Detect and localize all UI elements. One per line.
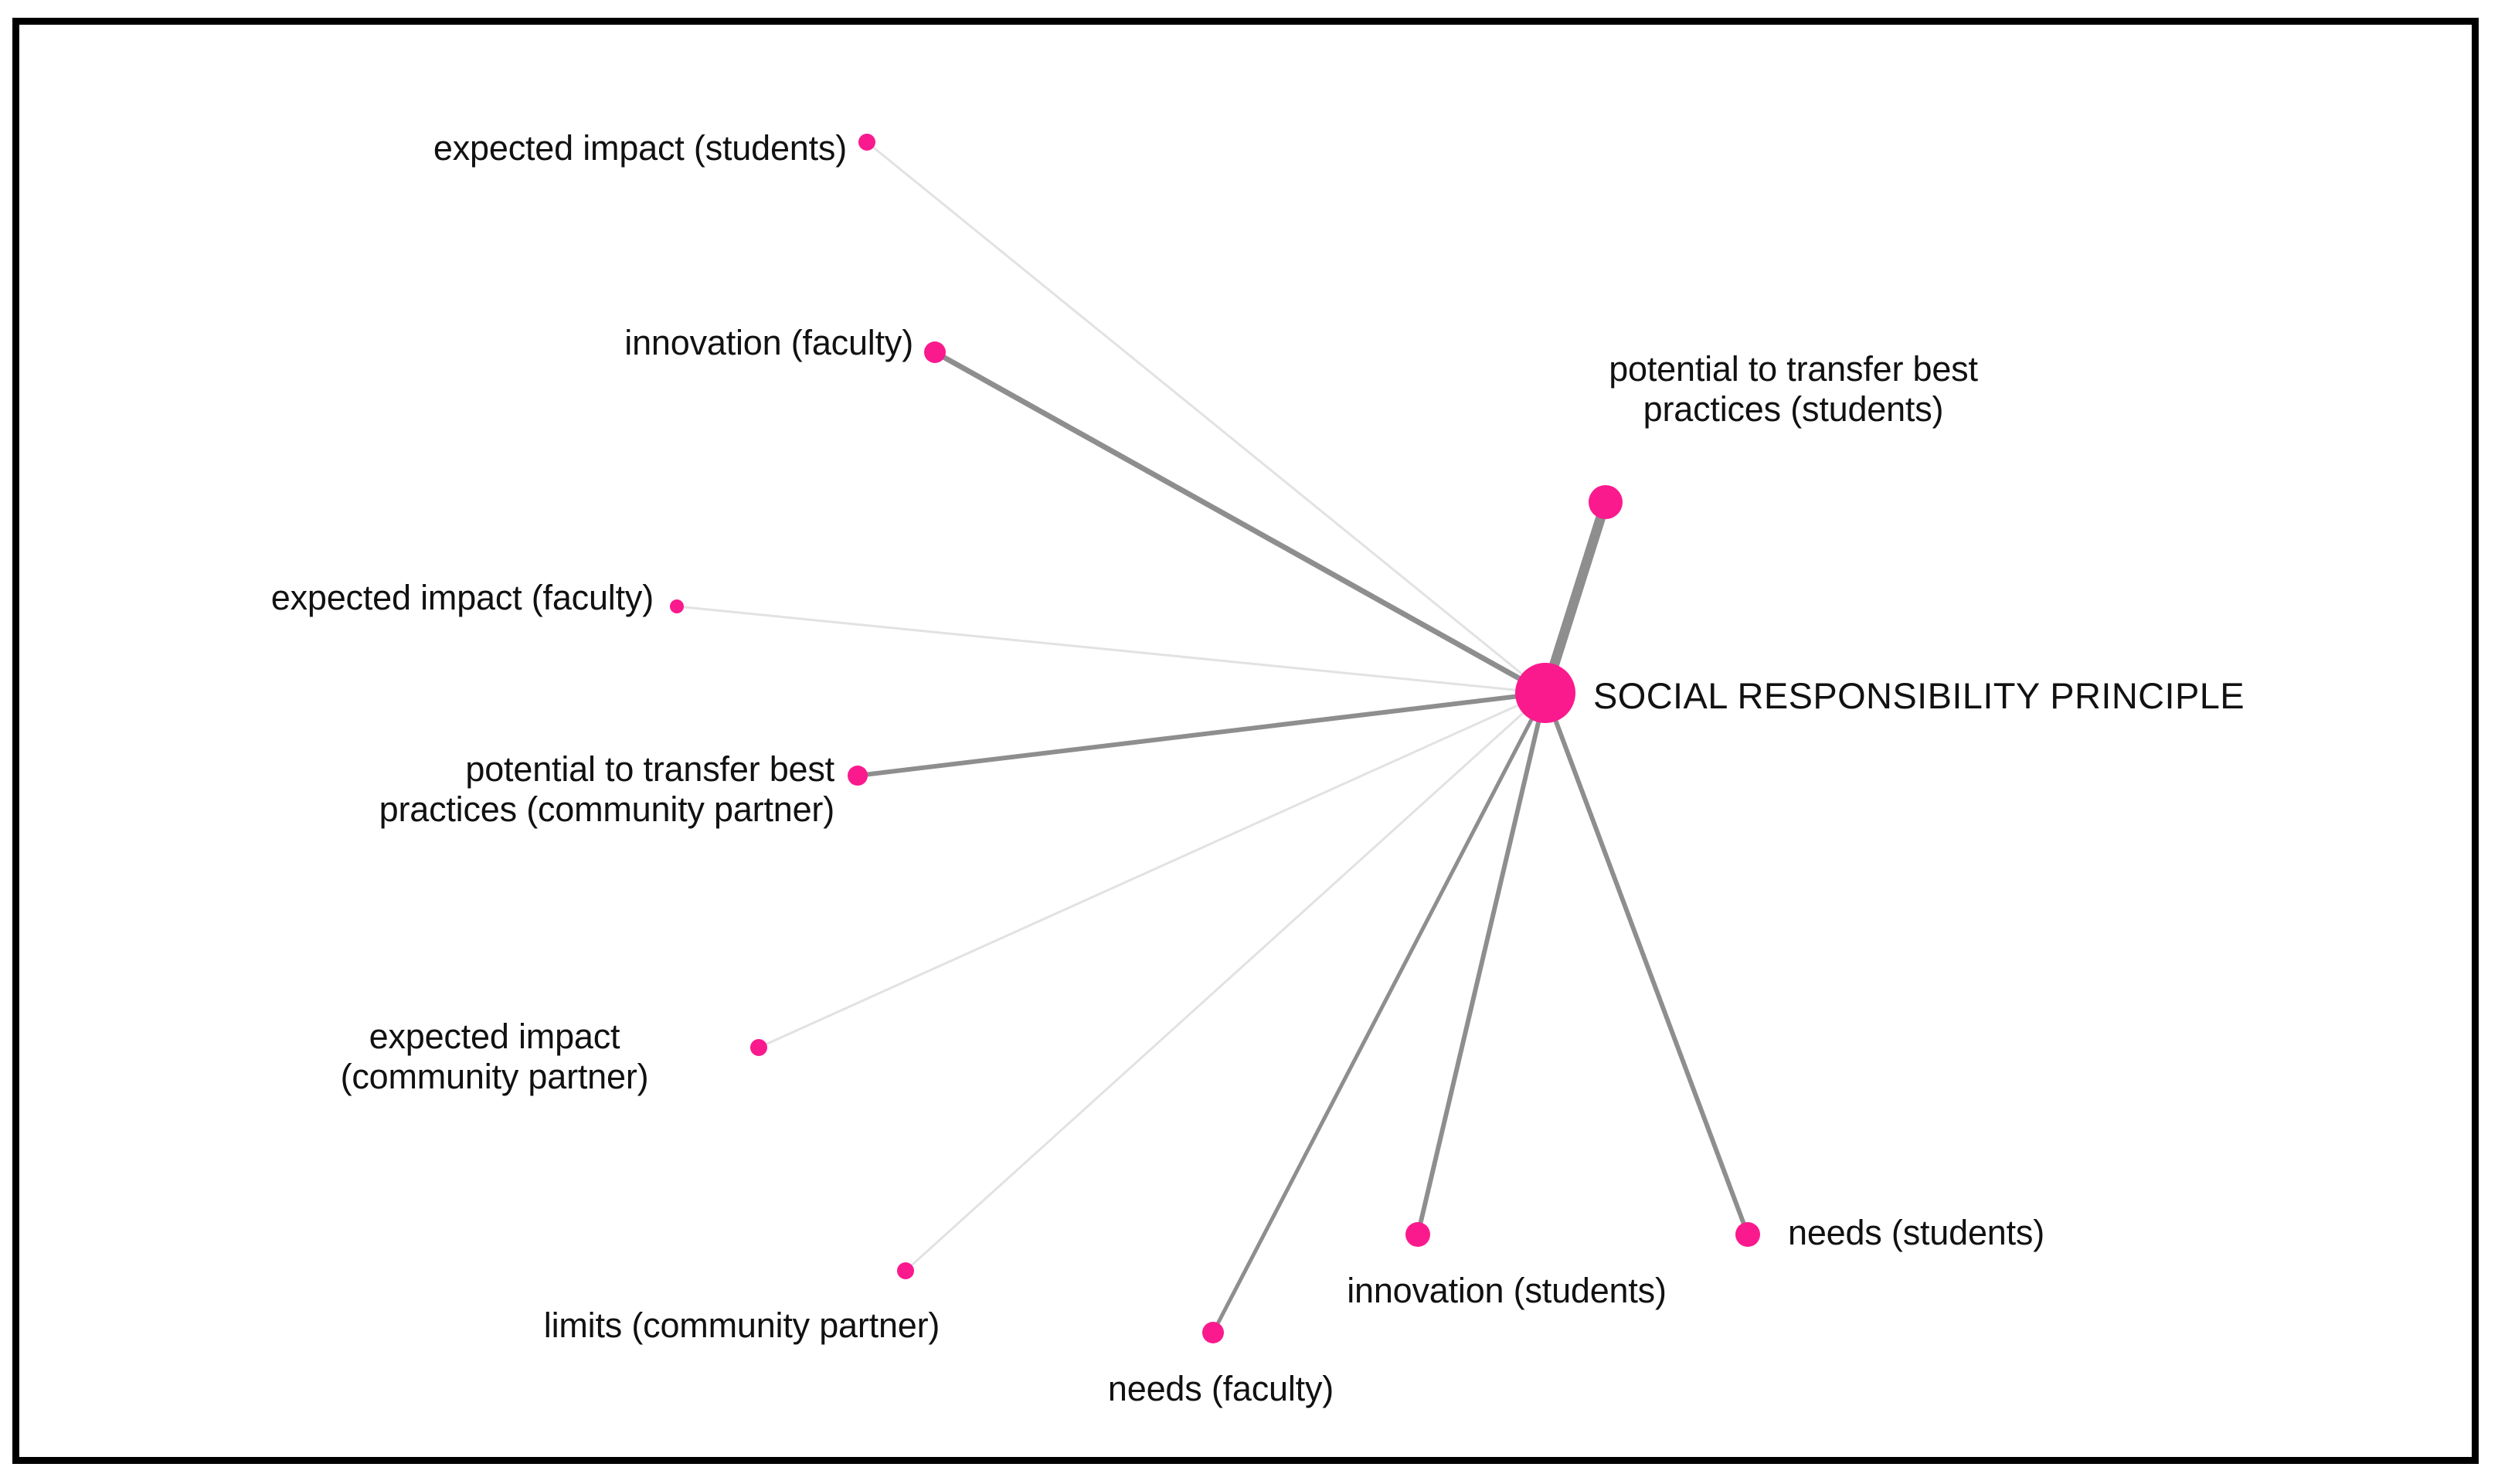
graph-node[interactable]: [1735, 1222, 1760, 1247]
graph-edge: [757, 691, 1547, 1049]
graph-node-label: needs (faculty): [1107, 1369, 1334, 1408]
graph-edge: [675, 605, 1547, 694]
graph-edge: [904, 691, 1547, 1272]
nodes-layer: [670, 134, 1760, 1343]
graph-edge: [855, 691, 1548, 778]
graph-node-label: needs (students): [1788, 1213, 2044, 1252]
edges-layer: [675, 141, 1750, 1335]
graph-node[interactable]: [1202, 1322, 1224, 1343]
graph-edge: [1540, 497, 1611, 698]
hub-node-label: SOCIAL RESPONSIBILITY PRINCIPLE: [1593, 675, 2245, 716]
graph-edge: [865, 141, 1547, 694]
graph-node[interactable]: [848, 766, 868, 786]
graph-node-label: expected impact (faculty): [270, 578, 654, 617]
graph-node[interactable]: [858, 134, 875, 151]
graph-node-label: innovation (faculty): [624, 323, 913, 362]
graph-node[interactable]: [750, 1039, 767, 1056]
graph-edge: [932, 349, 1548, 696]
graph-edge: [1211, 691, 1548, 1335]
hub-node[interactable]: [1515, 663, 1575, 723]
graph-node-label: limits (community partner): [543, 1306, 940, 1345]
graph-node-label: innovation (students): [1347, 1271, 1667, 1310]
figure-border: [12, 18, 2479, 1464]
graph-node-label: expected impact (students): [433, 128, 847, 168]
graph-node[interactable]: [1405, 1222, 1430, 1247]
graph-edge: [1543, 691, 1750, 1237]
graph-node-label: expected impact (community partner): [340, 1017, 649, 1097]
graph-edge: [1416, 691, 1548, 1237]
graph-node-label: potential to transfer best practices (co…: [379, 749, 835, 830]
graph-node[interactable]: [897, 1262, 914, 1279]
graph-node-label: potential to transfer best practices (st…: [1609, 349, 1978, 430]
graph-node[interactable]: [924, 341, 946, 363]
graph-node[interactable]: [670, 599, 684, 613]
graph-node[interactable]: [1589, 485, 1623, 519]
